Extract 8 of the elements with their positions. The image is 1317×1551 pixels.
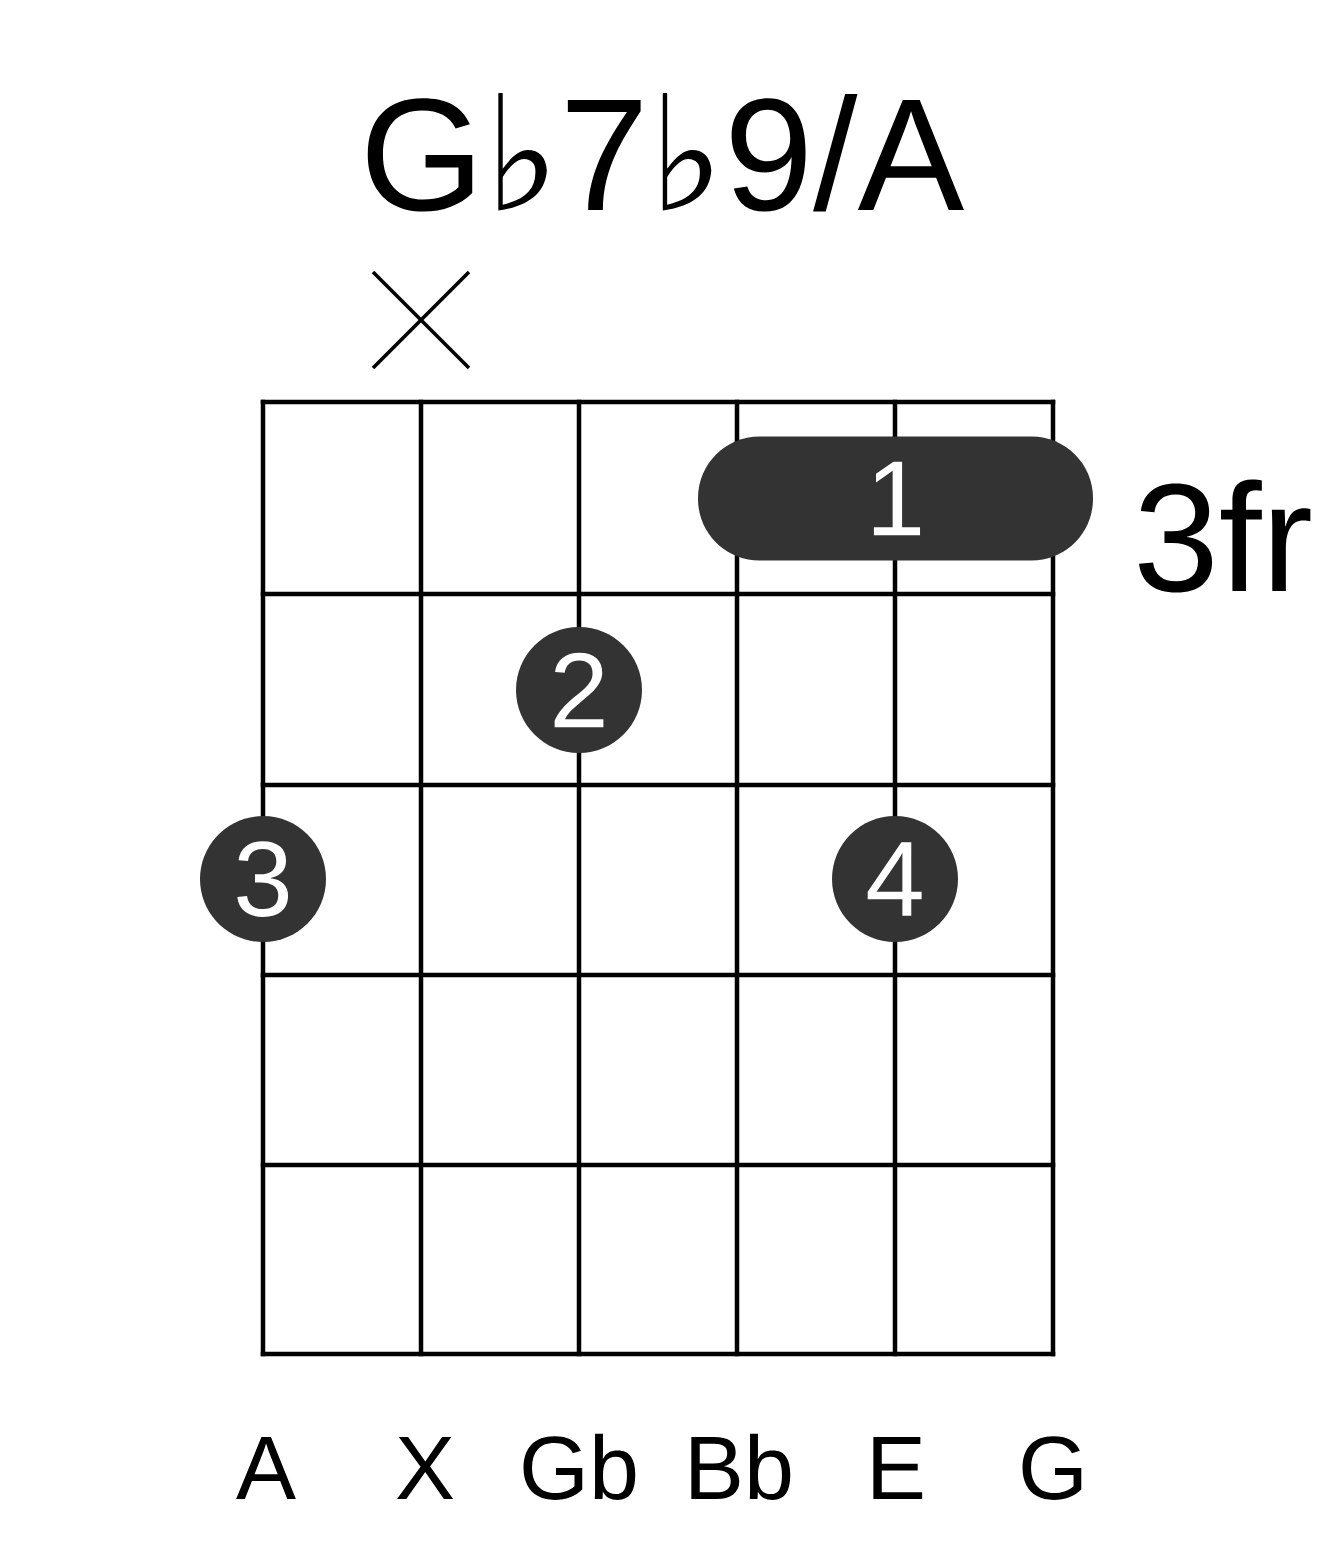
string-note: E [873, 1437, 923, 1499]
string-note: X [397, 1437, 454, 1499]
string-note: Bb [691, 1433, 791, 1500]
string-note: Gb [523, 1433, 636, 1500]
fret-number: 3fr [1139, 479, 1311, 593]
string-note: G [1022, 1436, 1082, 1500]
string-note: A [236, 1437, 296, 1499]
chord-title: G♭7♭9/A [367, 93, 964, 212]
